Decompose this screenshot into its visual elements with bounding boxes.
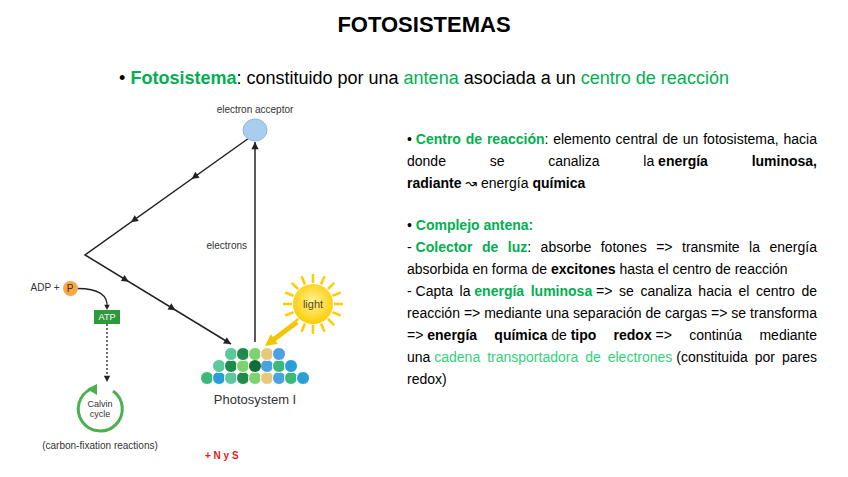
text-run: energía luminosa (474, 283, 592, 299)
acceptor-circle (241, 118, 269, 142)
text-run: excitones (551, 261, 616, 277)
node-label: Photosystem I (214, 390, 296, 407)
paragraph: -Capta laenergía luminosa=> se canaliza … (407, 280, 817, 390)
text-run: asociada a un (464, 68, 576, 88)
connector (251, 142, 258, 342)
node-caption: (carbon-fixation reactions) (42, 436, 158, 451)
edge-label: electrons (204, 240, 249, 251)
text-run: - (407, 283, 412, 299)
text-run: : constituido por una (236, 68, 398, 88)
text-run: Capta la (416, 283, 471, 299)
light-sun: light (281, 272, 345, 336)
text-run: química (532, 175, 585, 191)
node-label: ATP (94, 310, 121, 324)
text-run: antena (404, 68, 459, 88)
node-label: light (303, 298, 323, 310)
slide-title: FOTOSISTEMAS (0, 12, 848, 38)
connector (104, 324, 110, 382)
note-label: + N y S (205, 450, 239, 461)
text-run: ↝ (465, 175, 477, 191)
text-column: •Centro de reacción: elemento central de… (407, 128, 817, 390)
text-run: Fotosistema (130, 68, 236, 88)
text-run: Complejo antena: (416, 217, 533, 233)
text-run: cadena transportadora de electrones (434, 349, 672, 365)
reactant-label: ADP + (31, 282, 60, 293)
electron-acceptor: electron acceptor (215, 104, 296, 142)
text-run: energía química (427, 327, 547, 343)
text-run: Colector de luz (416, 239, 528, 255)
calvin-cycle: Calvin cycle (carbon-fixation reactions) (42, 382, 158, 451)
bullet-line: •Fotosistema: constituido por una antenaa… (20, 68, 828, 89)
paragraph: •Centro de reacción: elemento central de… (407, 128, 817, 194)
atp-box: ATP (94, 310, 121, 324)
cycle-ring: Calvin cycle (73, 382, 127, 436)
text-run: • (119, 68, 125, 88)
text-run: - (407, 239, 412, 255)
text-run: energía (481, 175, 528, 191)
paragraph: •Complejo antena: (407, 214, 817, 236)
connector (85, 138, 249, 344)
paragraph: -Colector de luz: absorbe fotones => tra… (407, 236, 817, 280)
text-run: hasta el centro de reacción (620, 261, 788, 277)
text-run: de (551, 327, 567, 343)
text-run: • (407, 131, 412, 147)
node-label: P (64, 281, 77, 296)
text-run: centro de reacción (581, 68, 729, 88)
node-label: Calvin cycle (81, 399, 119, 419)
phosphate-circle: P (63, 281, 78, 296)
photosystem-cluster: Photosystem I (193, 340, 317, 407)
text-run: • (407, 217, 412, 233)
connector (78, 289, 110, 311)
text-run: tipo redox (571, 327, 652, 343)
pigment-cluster (193, 340, 317, 390)
node-label: electron acceptor (215, 104, 296, 118)
text-run: Centro de reacción (416, 131, 545, 147)
